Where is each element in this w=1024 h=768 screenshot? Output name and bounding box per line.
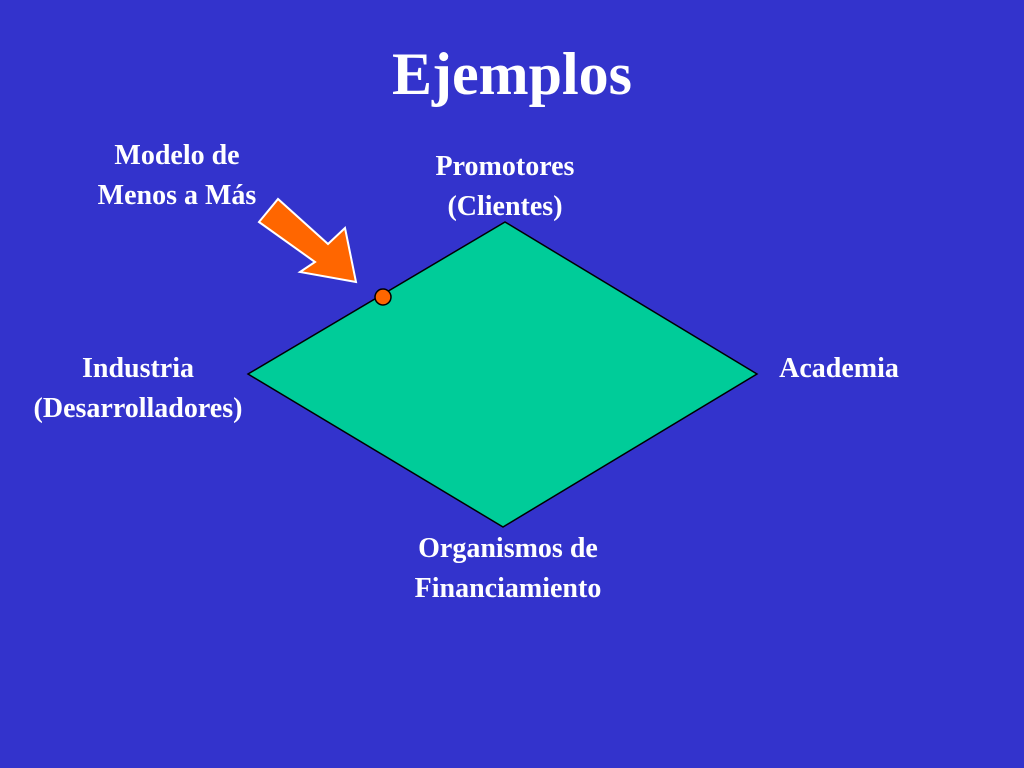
top-label-line-1: Promotores: [435, 151, 575, 182]
model-label-line-1: Modelo de: [114, 140, 240, 171]
right-label-line-1: Academia: [779, 353, 899, 384]
circle-marker-icon: [374, 288, 392, 306]
diamond-shape: [246, 221, 759, 528]
top-label-line-2: (Clientes): [447, 191, 563, 222]
left-vertex-label: Industria (Desarrolladores): [0, 349, 276, 429]
left-label-line-2: (Desarrolladores): [33, 393, 243, 424]
arrow-down-right-icon: [257, 197, 358, 284]
left-label-line-1: Industria: [81, 353, 195, 384]
right-vertex-label: Academia: [752, 349, 926, 389]
bottom-label-line-2: Financiamiento: [414, 573, 602, 604]
top-vertex-label: Promotores (Clientes): [380, 147, 630, 227]
model-label: Modelo de Menos a Más: [62, 136, 292, 216]
bottom-label-line-1: Organismos de: [418, 533, 598, 564]
slide-title: Ejemplos: [392, 41, 632, 107]
model-label-line-2: Menos a Más: [97, 180, 257, 211]
bottom-vertex-label: Organismos de Financiamiento: [368, 529, 648, 609]
